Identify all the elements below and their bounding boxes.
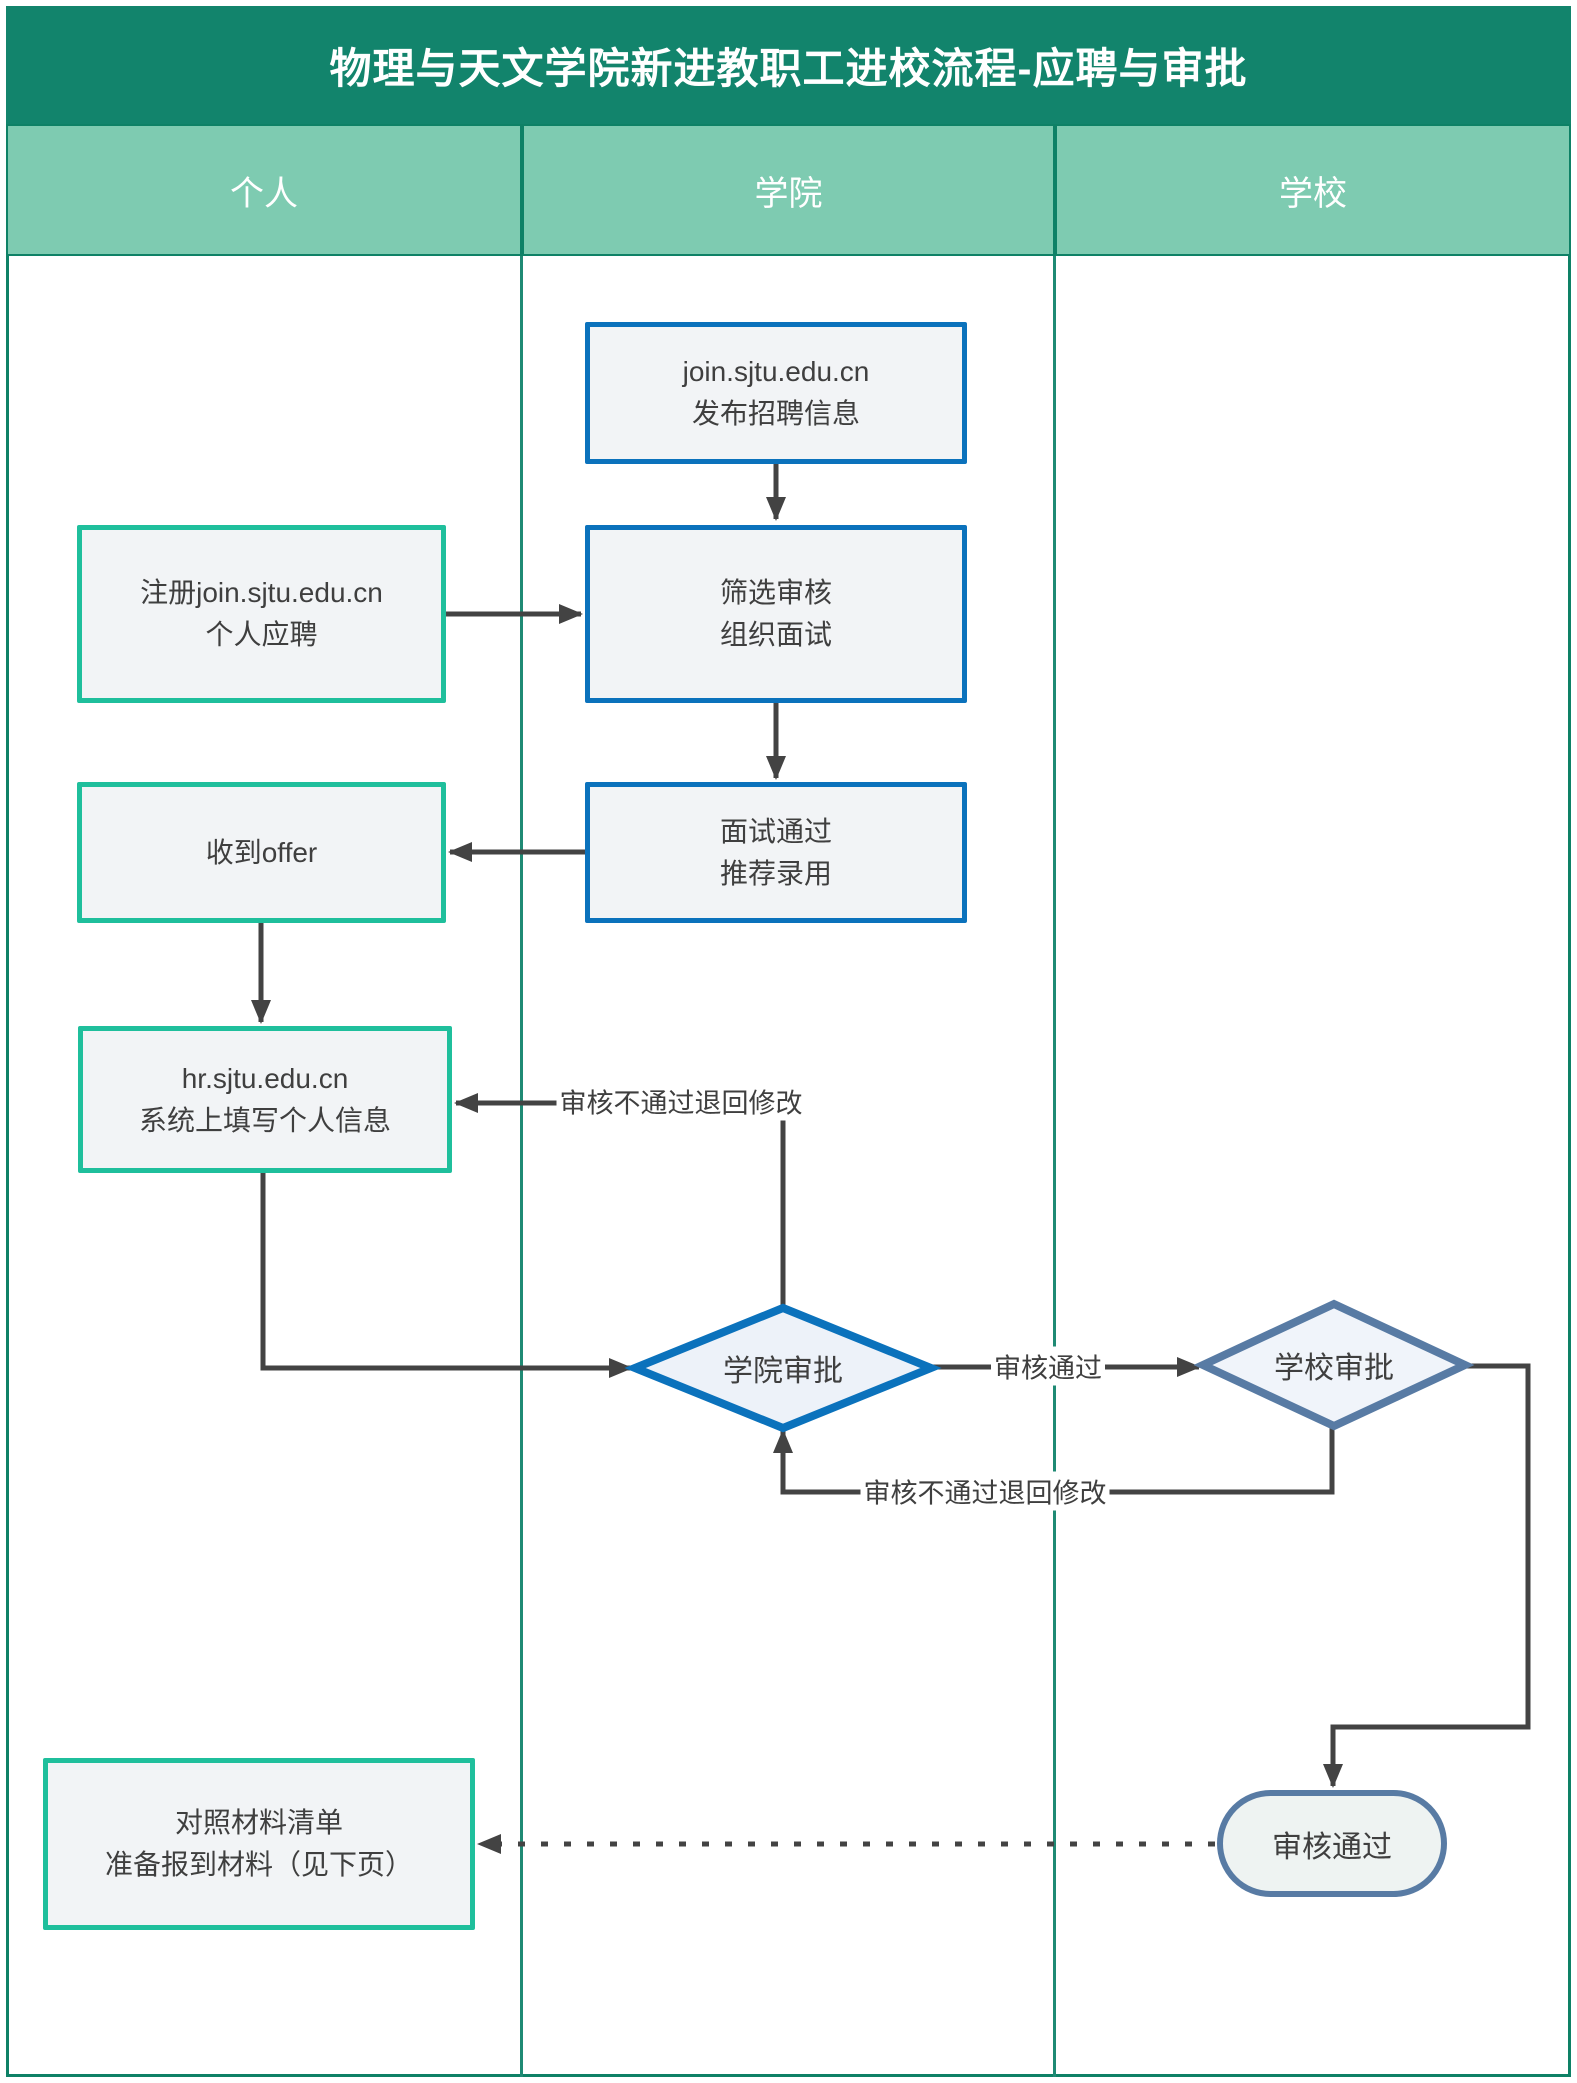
node-text-line: 筛选审核 <box>719 577 832 608</box>
lane-header-college: 学院 <box>522 124 1055 256</box>
edge-school-approval-to-approved <box>1323 1363 1531 1788</box>
node-text-line: join.sjtu.edu.cn <box>682 356 870 387</box>
lane-header-personal: 个人 <box>6 124 522 256</box>
page-title: 物理与天文学院新进教职工进校流程-应聘与审批 <box>329 44 1248 92</box>
edge-label-return-to-hr: 审核不通过退回修改 <box>556 1081 806 1121</box>
edge-label-pass: 审核通过 <box>991 1346 1105 1386</box>
node-screen-interview: 筛选审核 组织面试 <box>585 525 967 703</box>
node-text-line: 发布招聘信息 <box>691 398 860 429</box>
lane-header-row: 个人 学院 学校 <box>6 124 1571 256</box>
lane-header-label: 学校 <box>1279 174 1347 213</box>
lane-header-university: 学校 <box>1055 124 1571 256</box>
college-approval-label: 学院审批 <box>723 1355 843 1388</box>
node-text-line: 审核通过 <box>1272 1830 1392 1864</box>
node-text-line: 注册join.sjtu.edu.cn <box>140 577 383 608</box>
edge-label-return-to-college: 审核不通过退回修改 <box>860 1471 1110 1511</box>
node-prepare-materials: 对照材料清单 准备报到材料（见下页） <box>43 1758 475 1930</box>
node-text-line: 面试通过 <box>719 815 832 847</box>
lane-divider-2 <box>1053 256 1056 2077</box>
node-receive-offer: 收到offer <box>77 782 446 923</box>
school-approval-label: 学校审批 <box>1274 1352 1394 1385</box>
node-text-line: 对照材料清单 <box>174 1807 343 1838</box>
node-text-line: hr.sjtu.edu.cn <box>181 1062 349 1094</box>
edge-hr-to-college-approval <box>260 1173 633 1378</box>
node-register-apply: 注册join.sjtu.edu.cn 个人应聘 <box>77 525 446 703</box>
node-text-line: 准备报到材料（见下页） <box>104 1849 413 1880</box>
lane-header-label: 个人 <box>230 174 298 213</box>
node-interview-passed: 面试通过 推荐录用 <box>585 782 967 923</box>
node-text-line: 组织面试 <box>719 619 832 650</box>
lane-header-label: 学院 <box>754 174 823 213</box>
college-approval-diamond <box>624 1303 942 1433</box>
node-text-line: 系统上填写个人信息 <box>138 1104 391 1136</box>
node-hr-fill-info: hr.sjtu.edu.cn 系统上填写个人信息 <box>78 1026 452 1173</box>
node-text-line: 个人应聘 <box>205 619 318 650</box>
node-text-line: 推荐录用 <box>719 857 832 889</box>
node-approved-terminator: 审核通过 <box>1217 1790 1447 1897</box>
school-approval-diamond <box>1193 1299 1475 1431</box>
title-bar: 物理与天文学院新进教职工进校流程-应聘与审批 <box>6 6 1571 124</box>
node-text-line: 收到offer <box>205 836 318 868</box>
node-publish-recruitment: join.sjtu.edu.cn 发布招聘信息 <box>585 322 967 464</box>
lane-divider-1 <box>520 256 523 2077</box>
edge-college-return-to-hr <box>454 1093 786 1308</box>
